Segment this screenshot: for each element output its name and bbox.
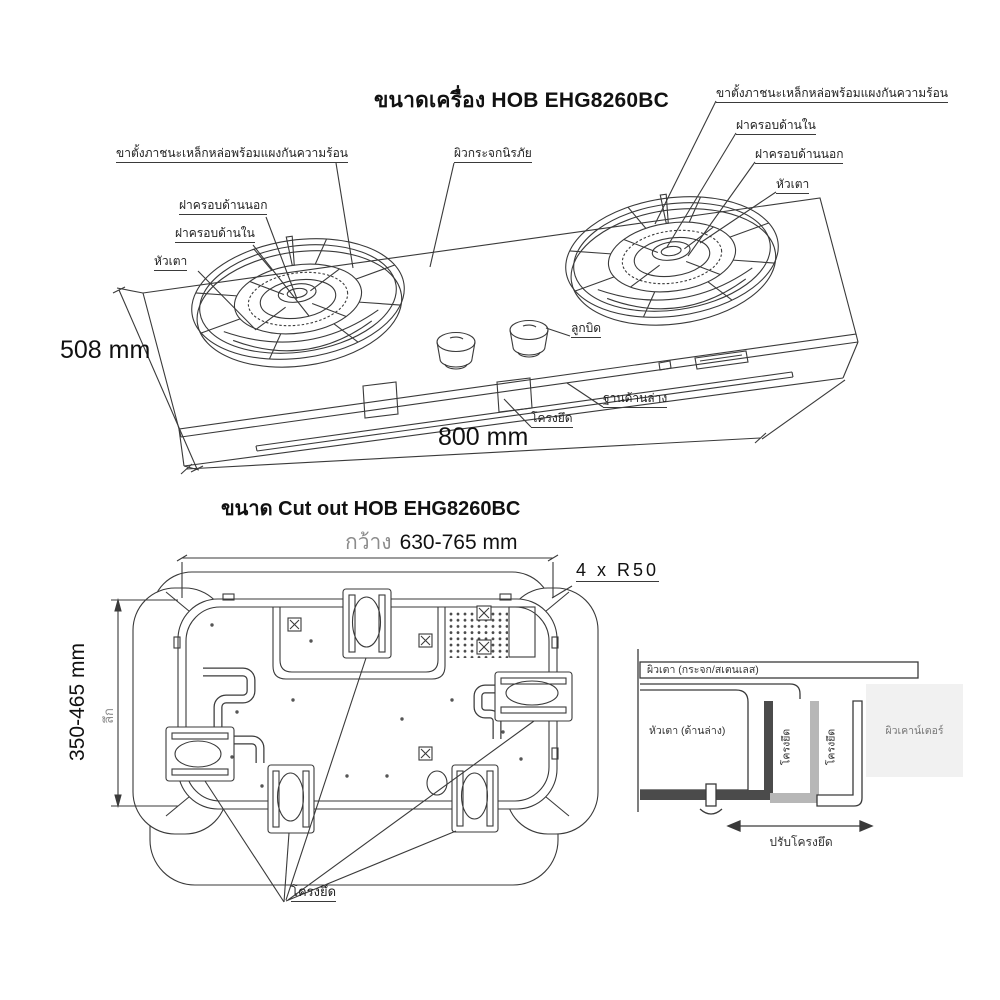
machine-title: ขนาดเครื่อง HOB EHG8260BC <box>374 89 670 112</box>
dim-508-lines <box>112 286 204 473</box>
underside-bracket-right <box>496 377 533 413</box>
section-adjust-label: ปรับโครงยึด <box>769 835 833 849</box>
label-bracket-machine: โครงยึด <box>531 412 573 428</box>
cutout-width-dimension: กว้าง 630-765 mm <box>345 531 518 554</box>
corner-radius-note: 4 x R50 <box>576 560 660 582</box>
bracket-top-center <box>342 588 392 659</box>
junction-box <box>508 606 536 658</box>
section-burner-label: หัวเตา (ด้านล่าง) <box>649 725 726 737</box>
bracket-bottom-center <box>267 764 315 834</box>
bracket-outline <box>816 700 863 807</box>
section-bracket1-label: โครงยึด <box>780 728 793 766</box>
screw-marks <box>287 605 492 761</box>
label-burner-right: หัวเตา <box>776 178 810 194</box>
cutout-width-label: กว้าง <box>345 531 392 554</box>
cutout-depth-value: 350-465 mm <box>65 643 89 761</box>
r50-leader <box>551 585 573 599</box>
section-counter-label: ผิวเคาน์เตอร์ <box>885 725 944 737</box>
base-latch <box>694 350 749 370</box>
machine-leader-lines <box>197 100 777 428</box>
dim-depth-508: 508 mm <box>60 336 151 364</box>
cutout-width-value: 630-765 mm <box>399 531 518 554</box>
label-inner-cap-right: ฝาครอบด้านใน <box>736 119 816 135</box>
cutout-depth-label: ลึก <box>101 708 117 724</box>
label-outer-cap-right: ฝาครอบด้านนอก <box>755 148 844 164</box>
dim-width-lines <box>176 554 559 598</box>
label-glass-surface: ผิวกระจกนิรภัย <box>454 147 532 163</box>
screw-holes <box>210 623 523 788</box>
adjust-arrow <box>726 820 874 832</box>
hob-surface-bar <box>639 661 919 679</box>
bracket-right-middle <box>494 671 573 722</box>
label-pan-support-right: ขาตั้งภาชนะเหล็กหล่อพร้อมแผงกันความร้อน <box>716 87 948 103</box>
counter-surface-block <box>866 684 963 777</box>
burner-underside-box <box>640 689 749 791</box>
label-inner-cap-left: ฝาครอบด้านใน <box>175 227 255 243</box>
dim-depth-lines <box>111 597 178 809</box>
label-knob: ลูกบิด <box>571 322 602 338</box>
label-outer-cap-left: ฝาครอบด้านนอก <box>179 199 268 215</box>
cross-section <box>637 649 963 832</box>
bracket-dark <box>640 701 773 800</box>
bracket-gray <box>770 701 819 803</box>
dim-800-lines <box>180 379 846 475</box>
clamp-screw <box>705 783 717 807</box>
cutout-leader-lines <box>204 657 535 903</box>
dim-width-800: 800 mm <box>438 423 529 451</box>
cutout-title: ขนาด Cut out HOB EHG8260BC <box>221 498 521 520</box>
section-surface-label: ผิวเตา (กระจก/สเตนเลส) <box>647 664 759 676</box>
label-bottom-base: ฐานด้านล่าง <box>603 392 668 408</box>
label-bracket-cutout: โครงยึด <box>291 885 337 902</box>
bracket-left <box>165 726 235 782</box>
label-burner-left: หัวเตา <box>154 255 188 271</box>
cutout-view <box>111 554 599 903</box>
recess-area <box>272 606 446 680</box>
machine-view <box>112 100 859 475</box>
bracket-bottom-right <box>451 764 499 833</box>
label-pan-support-left: ขาตั้งภาชนะเหล็กหล่อพร้อมแผงกันความร้อน <box>116 147 348 163</box>
underside-bracket-left <box>362 381 399 419</box>
section-bracket2-label: โครงยึด <box>825 728 838 766</box>
